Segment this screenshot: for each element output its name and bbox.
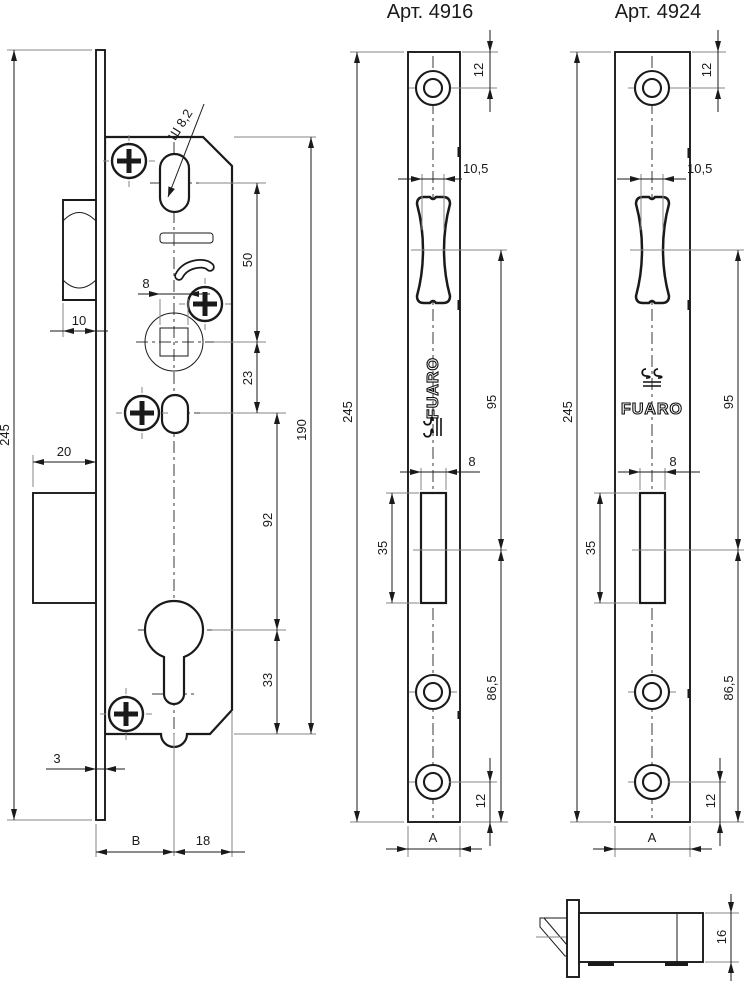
latch-bolt [62,199,96,301]
lock-body-view: Ш 8,2 245 10 20 8 50 [0,49,316,857]
dim-label-92: 92 [260,513,275,527]
faceplate-4916-view: Арт. 4916 FUARO 245 12 10,5 [340,1,508,857]
dim-label-12b: 12 [473,794,488,808]
dim-label-190: 190 [294,419,309,441]
dim-label-12: 12 [471,63,486,77]
dim-label-8: 8 [468,454,475,469]
spindle-square [159,327,189,357]
cylinder-hole [143,599,205,706]
title-4916: Арт. 4916 [387,1,474,23]
dim-label-12b: 12 [703,794,718,808]
spindle-circle [144,312,204,372]
dim-label-95: 95 [721,395,736,409]
dim-label-95: 95 [484,395,499,409]
latch-bolt-curve-top [62,212,97,222]
dim-label-245: 245 [560,401,575,423]
dim-label-20: 20 [57,444,71,459]
dim-label-33: 33 [260,673,275,687]
latch-side-view: 16 [536,894,739,981]
dim-label-12: 12 [699,63,714,77]
bolt-cutout [419,491,448,605]
dim-label-A: A [429,830,438,845]
mount-tab [665,962,688,966]
dim-label-245: 245 [340,401,355,423]
fuaro-logo: FUARO [621,401,683,418]
follower-slot [158,152,191,214]
dim-label-10-5: 10,5 [463,161,488,176]
mount-tab [588,962,614,966]
faceplate-edge [566,899,580,978]
fuaro-logo: FUARO [425,357,442,419]
latch-bolt-curve-bottom [62,279,97,289]
faceplate-4924-view: Арт. 4924 FUARO 245 12 10,5 [560,1,744,857]
dim-label-245: 245 [0,424,12,446]
dim-label-86-5: 86,5 [721,675,736,700]
latch-inner-edge [543,917,568,946]
dim-label-16: 16 [714,930,729,944]
dim-label-3: 3 [53,751,60,766]
dim-label-B: B [132,833,141,848]
dim-label-8: 8 [142,276,149,291]
dim-label-50: 50 [240,253,255,267]
dim-label-10-5: 10,5 [687,161,712,176]
deadbolt [32,492,97,604]
dim-label-18: 18 [196,833,210,848]
dim-label-35: 35 [583,541,598,555]
dim-label-86-5: 86,5 [484,675,499,700]
case-body [578,912,704,963]
dim-label-35: 35 [375,541,390,555]
dim-label-8: 8 [669,454,676,469]
leader-arrow [168,186,175,197]
curved-slot-inner [176,260,213,279]
title-4924: Арт. 4924 [615,1,702,23]
dim-label-23: 23 [240,371,255,385]
bolt-cutout [638,491,667,605]
faceplate-strip [95,49,106,821]
oval-hole [160,393,190,435]
dim-label-A: A [648,830,657,845]
leader-line [167,103,205,198]
dim-label-10: 10 [72,313,86,328]
horizontal-slot [159,232,214,244]
